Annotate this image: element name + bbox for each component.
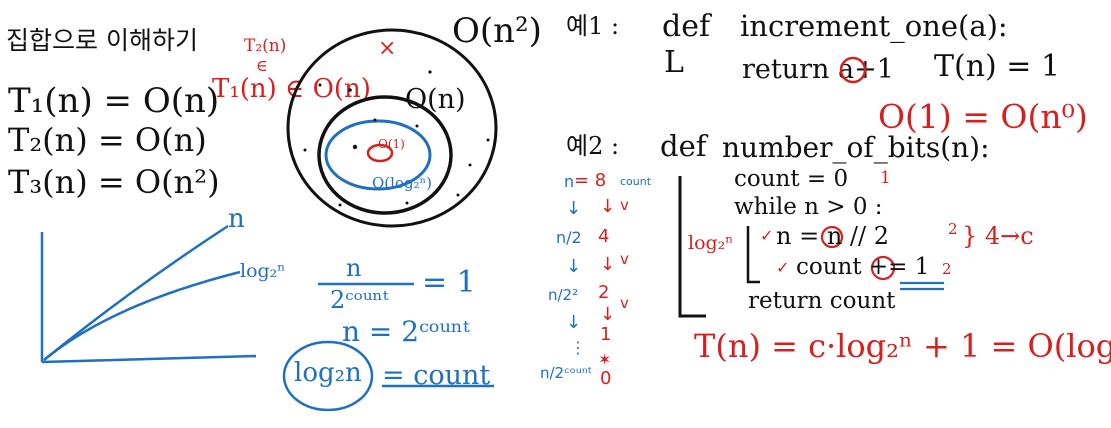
trace-value-1: 1 — [600, 324, 612, 345]
trace-value-8: = 8 — [574, 170, 607, 191]
example1-signature: increment_one(a): — [740, 9, 1008, 43]
trace-check-3: v — [620, 294, 629, 312]
curve-log — [43, 270, 241, 361]
set-label-o-n: O(n) — [405, 84, 466, 115]
loop-cost-note: } 4→c — [962, 222, 1034, 250]
equation-t3: T₃(n) = O(n²) — [8, 163, 220, 201]
example2-signature: number_of_bits(n): — [722, 131, 990, 164]
title-korean: 집합으로 이해하기 — [6, 26, 198, 55]
equation-t2: T₂(n) = O(n) — [8, 121, 207, 159]
trace-count-label: count — [620, 175, 652, 188]
line-increment: count += 1 — [796, 254, 930, 280]
red-in-symbol: ∈ — [256, 56, 268, 75]
equation-t1: T₁(n) = O(n) — [8, 81, 220, 121]
check-line4: ✓ — [776, 258, 790, 277]
example1-return: return a+1 — [742, 54, 894, 85]
trace-red-arrow-2: ↓ — [600, 254, 616, 275]
log-count-label: log₂ⁿ — [688, 232, 734, 254]
example2-def: def — [660, 129, 707, 163]
trace-n-quarter: n/2² — [548, 286, 579, 304]
equals-count: = count — [382, 360, 491, 391]
set-label-o-log: O(log₂ⁿ) — [372, 174, 432, 192]
curve-label-n: n — [228, 204, 245, 234]
trace-arrow-1: ↓ — [566, 198, 582, 219]
line-count-init: count = 0 — [734, 166, 849, 192]
red-t2-label: T₂(n) — [244, 36, 287, 56]
trace-red-arrow-3: ↓ — [600, 304, 616, 325]
trace-check-2: v — [620, 250, 629, 268]
trace-value-0: 0 — [600, 368, 612, 389]
example1-label: 예1 : — [566, 12, 620, 40]
trace-strike-mark: ✶ — [598, 350, 612, 369]
line-halve: n = n // 2 — [776, 222, 889, 250]
example1-def: def — [662, 9, 711, 44]
red-t1-membership: T₁(n) ∈ O(n) — [212, 74, 371, 104]
example2-result: T(n) = c·log₂ⁿ + 1 = O(log₂ⁿ) — [694, 327, 1111, 365]
curve-label-log: log₂ⁿ — [240, 260, 286, 282]
trace-check-1: v — [620, 196, 629, 214]
log-circled: log₂n — [294, 358, 362, 388]
check-line3: ✓ — [760, 226, 774, 245]
example1-time: T(n) = 1 — [934, 49, 1061, 84]
set-label-o-n-squared: O(n²) — [452, 11, 542, 51]
line-count-init-mark: 1 — [880, 168, 891, 188]
trace-value-4: 4 — [598, 226, 610, 247]
line-halve-mark: 2 — [948, 220, 958, 238]
trace-red-arrow-1: ↓ — [600, 196, 616, 217]
trace-n-half: n/2 — [556, 228, 582, 247]
example2-label: 예2 : — [566, 132, 620, 160]
example1-big-o: O(1) = O(n⁰) — [878, 97, 1088, 136]
line-return: return count — [748, 288, 896, 314]
trace-arrow-2: ↓ — [566, 256, 582, 277]
fraction-numerator: n — [346, 254, 362, 282]
line-while: while n > 0 : — [734, 194, 883, 220]
fraction-denominator: 2ᶜᵒᵘⁿᵗ — [330, 286, 389, 314]
trace-value-2: 2 — [598, 282, 610, 303]
line-increment-mark: 2 — [942, 260, 952, 278]
trace-n-over-2-count: n/2ᶜᵒᵘⁿᵗ — [540, 364, 593, 382]
n-equals-2-count: n = 2ᶜᵒᵘⁿᵗ — [342, 315, 470, 348]
set-label-o-1: O(1) — [378, 137, 405, 151]
trace-arrow-3: ↓ — [566, 312, 582, 333]
trace-ellipsis: ⋮ — [570, 338, 586, 357]
example1-bracket: L — [664, 45, 684, 80]
equals-one: = 1 — [422, 265, 476, 300]
cross-mark: × — [378, 36, 397, 61]
trace-n: n — [564, 172, 575, 191]
